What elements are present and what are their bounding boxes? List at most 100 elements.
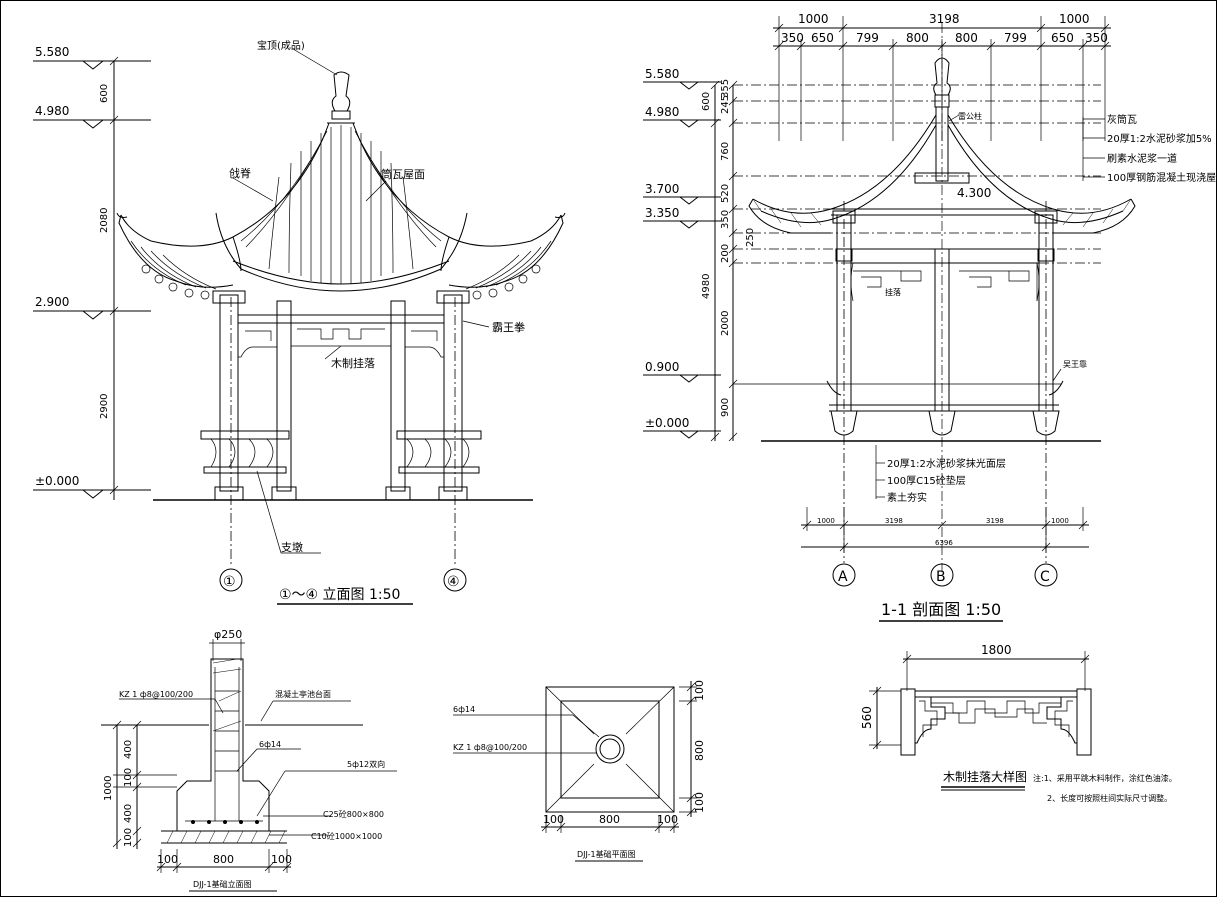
elevation-hanging-lattice	[237, 314, 445, 358]
found-elev-bdim-100a: 100	[157, 853, 178, 866]
elev-dim-2080: 2080	[99, 208, 110, 233]
hanging-detail: 1800 560 木制挂落大样图 注:1、采用平跳木料制作，涂红色油漆。 2、长…	[860, 643, 1177, 803]
elev-label-ridge: 戗脊	[229, 166, 251, 180]
sec-dim-900: 900	[720, 398, 731, 417]
found-elev-geometry	[101, 639, 397, 873]
section-bottom-dims	[801, 507, 1089, 553]
sec-dim-350b: 350	[1085, 31, 1108, 45]
sec-top-dim-1000b: 1000	[1059, 12, 1090, 26]
found-plan-rebar: KZ 1 ф8@100/200	[453, 743, 527, 752]
hanging-left-dim: 560	[860, 706, 874, 729]
sec-dim-800a: 800	[906, 31, 929, 45]
found-elev-rebar: KZ 1 ф8@100/200	[119, 690, 193, 699]
elev-axis-4: ④	[447, 574, 460, 590]
sec-dim-2000: 2000	[720, 311, 731, 336]
sec-inner-level: 4.300	[957, 186, 991, 200]
hanging-note-2: 2、长度可按照柱间实际尺寸调整。	[1047, 793, 1172, 803]
elevation-balustrades	[200, 430, 482, 474]
found-elev-mesh: 5ф12双向	[347, 759, 385, 769]
found-elev-bars: 6ф14	[259, 740, 281, 749]
found-elev-dim-100b: 100	[123, 828, 134, 847]
found-elev-title: DJJ-1基础立面图	[193, 879, 252, 889]
found-elev-dim-400b: 400	[123, 804, 134, 823]
found-elev-slab: 混凝土亭池台面	[275, 689, 331, 699]
sec-dim-520: 520	[720, 184, 731, 203]
sec-level-5580: 5.580	[645, 67, 679, 81]
sec-axis-c: C	[1040, 569, 1050, 585]
hanging-detail-geometry	[869, 651, 1092, 756]
sec-axis-a: A	[838, 569, 848, 585]
elev-axis-1: ①	[223, 574, 236, 590]
elev-level-0: ±0.000	[35, 474, 79, 488]
sec-dim-800b: 800	[955, 31, 978, 45]
elevation-finial	[327, 71, 355, 124]
sec-dim-650b: 650	[1051, 31, 1074, 45]
sec-label-hang: 挂落	[885, 287, 901, 297]
found-plan-bdim-100b: 100	[657, 813, 678, 826]
hanging-top-dim: 1800	[981, 643, 1012, 657]
foundation-plan: 6ф14 KZ 1 ф8@100/200 100 800 100 100 800…	[453, 680, 706, 862]
sec-floor-note-2: 100厚C15砼垫层	[887, 474, 966, 487]
found-plan-bars: 6ф14	[453, 705, 475, 714]
sec-dim-799b: 799	[1004, 31, 1027, 45]
elevation-level-markers	[33, 56, 151, 500]
found-plan-geometry	[453, 681, 697, 833]
elevation-axes	[219, 297, 467, 592]
section-view: 1000 3198 1000 350 650 799 800 800 799 6…	[643, 12, 1217, 622]
hanging-note-1: 注:1、采用平跳木料制作，涂红色油漆。	[1033, 773, 1177, 783]
foundation-elevation: φ250 KZ 1 ф8@100/200 混凝土亭池台面 6ф14 5ф12双向…	[101, 628, 397, 892]
section-leaders	[875, 114, 1105, 499]
elevation-leaders	[232, 48, 490, 554]
section-hanging	[850, 262, 1040, 302]
found-plan-rdim-800: 800	[693, 740, 706, 761]
sec-label-bracket: 吴王靠	[1063, 359, 1087, 369]
elev-label-bracket: 霸王拳	[492, 320, 525, 334]
found-elev-dim-400a: 400	[123, 740, 134, 759]
sec-dim-355: 355	[720, 79, 731, 98]
section-roof	[748, 114, 1136, 234]
sec-dim-799a: 799	[856, 31, 879, 45]
elev-level-5580: 5.580	[35, 45, 69, 59]
sec-bot-dim-3198a: 3198	[885, 517, 903, 525]
found-plan-rdim-100b: 100	[693, 792, 706, 813]
elev-label-hanging: 木制挂落	[331, 356, 375, 370]
sec-title: 1-1 剖面图 1:50	[881, 600, 1001, 619]
elev-label-roof: 筒瓦屋面	[381, 167, 425, 181]
found-elev-bdim-100b: 100	[271, 853, 292, 866]
sec-dim-650a: 650	[811, 31, 834, 45]
sec-axis-b: B	[936, 569, 946, 585]
sec-dim-600: 600	[701, 92, 712, 111]
elev-label-support: 支墩	[281, 540, 303, 554]
section-level-markers	[643, 80, 1101, 442]
sec-roof-note-2: 20厚1:2水泥砂浆加5%	[1107, 132, 1212, 145]
sec-bot-total: 6396	[935, 539, 953, 547]
section-axes	[832, 201, 1058, 587]
sec-roof-note-3: 刷素水泥浆一道	[1107, 152, 1177, 165]
elev-title: ①～④ 立面图 1:50	[279, 587, 400, 603]
sec-roof-note-1: 灰筒瓦	[1107, 113, 1137, 126]
sec-level-0900: 0.900	[645, 360, 679, 374]
sec-bot-dim-3198b: 3198	[986, 517, 1004, 525]
elev-level-4980: 4.980	[35, 104, 69, 118]
section-finial	[933, 23, 951, 571]
sec-level-4980: 4.980	[645, 105, 679, 119]
hanging-title: 木制挂落大样图	[943, 769, 1027, 784]
elevation-columns	[212, 290, 470, 501]
found-plan-bdim-100a: 100	[543, 813, 564, 826]
sec-dim-760: 760	[720, 142, 731, 161]
sec-level-3350: 3.350	[645, 206, 679, 220]
section-columns	[826, 210, 1064, 436]
sec-top-dim-1000a: 1000	[798, 12, 829, 26]
sec-dim-350a: 350	[781, 31, 804, 45]
found-elev-dia: φ250	[214, 628, 242, 641]
sec-dim-350: 350	[720, 210, 731, 229]
elev-level-2900: 2.900	[35, 295, 69, 309]
sec-roof-note-4: 100厚钢筋混凝土现浇屋面板	[1107, 171, 1217, 184]
sec-top-dim-3198: 3198	[929, 12, 960, 26]
elevation-view: 5.580 4.980 2.900 ±0.000 600 2080 2900	[33, 39, 566, 605]
found-elev-c10: C10砼1000×1000	[311, 831, 382, 841]
elev-dim-600: 600	[99, 84, 110, 103]
found-elev-dim-1000: 1000	[103, 776, 114, 801]
